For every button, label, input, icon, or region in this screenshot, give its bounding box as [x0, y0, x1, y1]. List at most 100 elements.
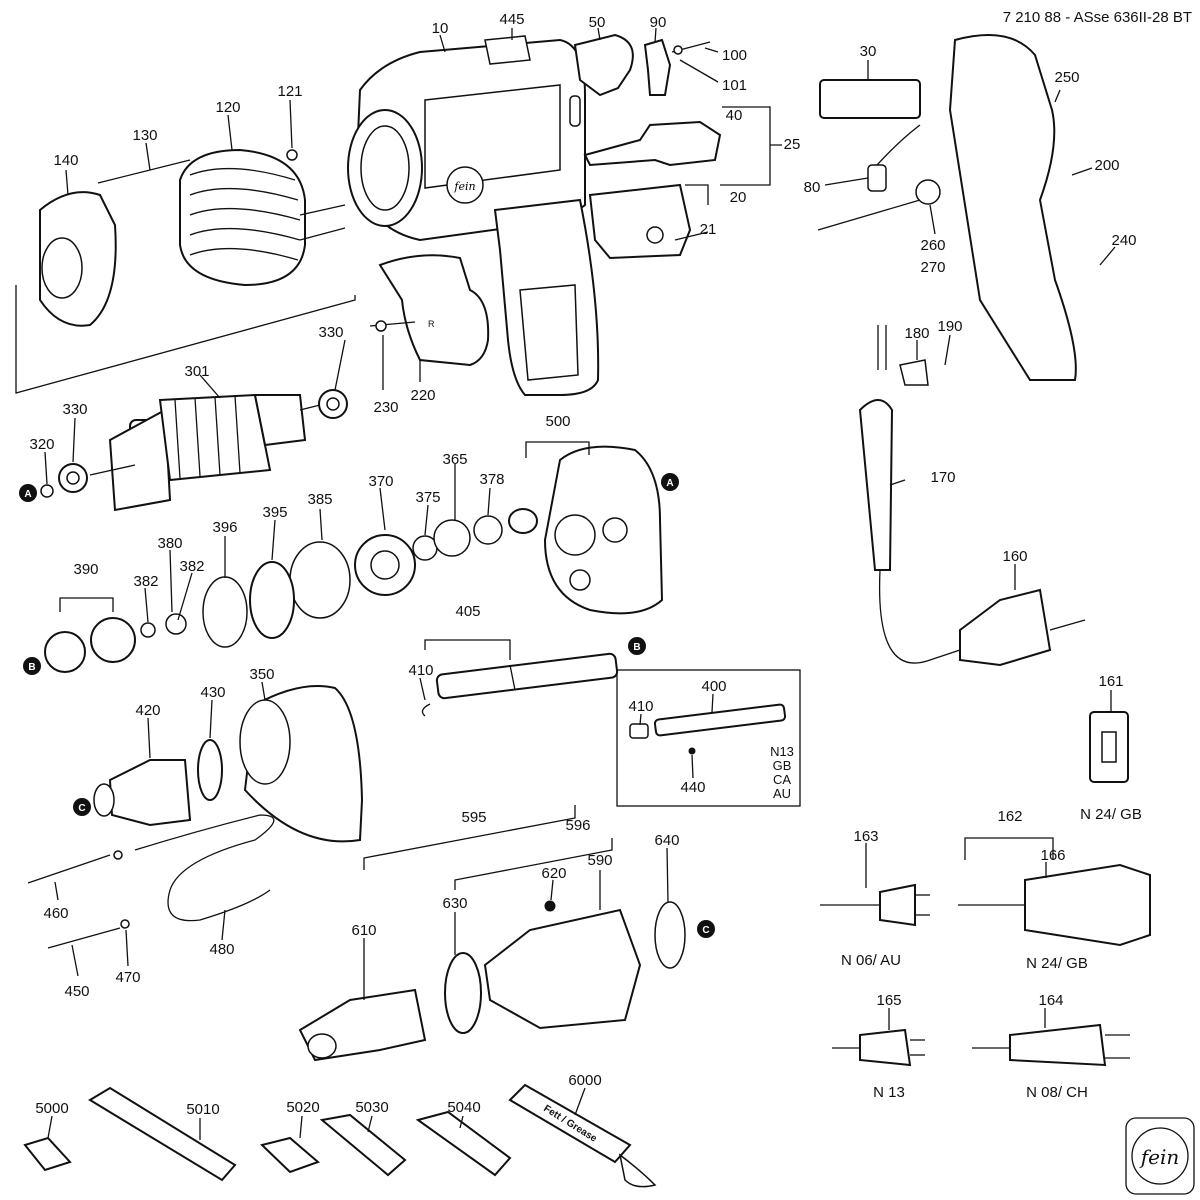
brush-assembly-80: [817, 124, 941, 231]
label-162: 162: [997, 808, 1022, 825]
housing-logo: fein: [453, 180, 475, 193]
label-250: 250: [1054, 69, 1079, 86]
label-230: 230: [373, 399, 398, 416]
plug-162: [958, 863, 1151, 947]
label-30: 30: [860, 43, 877, 60]
label-260: 260: [920, 237, 945, 254]
bracket-405: [424, 639, 511, 660]
label-460: 460: [43, 905, 68, 922]
grease-tube: Fett / Grease: [508, 1083, 657, 1188]
parts-50-90-100: [573, 33, 711, 97]
label-180: 180: [904, 325, 929, 342]
label-20: 20: [730, 189, 747, 206]
label-140: 140: [53, 152, 78, 169]
svg-text:C: C: [702, 925, 709, 936]
label-161: 161: [1098, 673, 1123, 690]
label-395: 395: [262, 504, 287, 521]
label-190: 190: [937, 318, 962, 335]
variant-code-2: GB: [773, 758, 792, 773]
leader-lines: [44, 27, 1116, 1140]
bracket-20: [685, 184, 709, 205]
socket-5040: [415, 1110, 512, 1177]
label-330-left: 330: [62, 401, 87, 418]
drawing-title: 7 210 88 - ASse 636II-28 BT: [1003, 9, 1192, 26]
bracket-162: [964, 837, 1054, 860]
label-200: 200: [1094, 157, 1119, 174]
washer-320: [40, 484, 54, 498]
label-630: 630: [442, 895, 467, 912]
label-130: 130: [132, 127, 157, 144]
ref-c-right: C: [697, 920, 715, 938]
gear-train: [44, 508, 538, 673]
plug-164: [972, 1023, 1130, 1067]
label-378: 378: [479, 471, 504, 488]
label-21: 21: [700, 221, 717, 238]
svg-text:C: C: [78, 803, 85, 814]
label-396: 396: [212, 519, 237, 536]
extension-5010: [88, 1086, 237, 1182]
label-500: 500: [545, 413, 570, 430]
label-640: 640: [654, 832, 679, 849]
bracket-595: [363, 805, 576, 870]
bit-5000: [23, 1136, 72, 1172]
label-440: 440: [680, 779, 705, 796]
label-166: 166: [1040, 847, 1065, 864]
bracket-25: [720, 106, 782, 186]
variant-code-3: CA: [773, 772, 791, 787]
label-163: 163: [853, 828, 878, 845]
label-101: 101: [722, 77, 747, 94]
variant-code-4: AU: [773, 786, 791, 801]
plug-165: [832, 1028, 925, 1067]
motor-housing: fein: [347, 35, 600, 396]
label-380: 380: [157, 535, 182, 552]
ref-c-left: C: [73, 798, 91, 816]
label-5030: 5030: [355, 1099, 388, 1116]
label-370: 370: [368, 473, 393, 490]
ref-a-right: A: [661, 473, 679, 491]
label-10: 10: [432, 20, 449, 37]
belt-clip: [27, 814, 275, 949]
label-382-b: 382: [179, 558, 204, 575]
svg-text:A: A: [24, 489, 31, 500]
label-450: 450: [64, 983, 89, 1000]
socket-5030: [319, 1113, 407, 1177]
label-410-b: 410: [628, 698, 653, 715]
label-80: 80: [804, 179, 821, 196]
label-382-a: 382: [133, 573, 158, 590]
label-164: 164: [1038, 992, 1063, 1009]
label-40: 40: [726, 107, 743, 124]
bracket-596: [454, 838, 613, 890]
bracket-390: [59, 597, 114, 612]
label-220: 220: [410, 387, 435, 404]
label-170: 170: [930, 469, 955, 486]
variant-spindle: [629, 703, 787, 755]
bracket-500: [525, 441, 590, 458]
switch-cover: R: [369, 254, 490, 367]
plug-163: [820, 883, 930, 927]
label-385: 385: [307, 491, 332, 508]
field-coil: [97, 148, 346, 287]
label-5010: 5010: [186, 1101, 219, 1118]
label-165: 165: [876, 992, 901, 1009]
label-595: 595: [461, 809, 486, 826]
note-n24-gb-a: N 24/ GB: [1080, 806, 1142, 823]
variant-box: [616, 669, 801, 807]
label-121: 121: [277, 83, 302, 100]
label-90: 90: [650, 14, 667, 31]
label-590: 590: [587, 852, 612, 869]
label-390: 390: [73, 561, 98, 578]
note-n13: N 13: [873, 1084, 905, 1101]
fein-logo: fein: [1125, 1117, 1195, 1195]
armature: [89, 393, 321, 512]
label-365: 365: [442, 451, 467, 468]
coil-bracket: [15, 285, 356, 394]
switch-mark: R: [428, 319, 435, 329]
label-160: 160: [1002, 548, 1027, 565]
ref-b-left: B: [23, 657, 41, 675]
label-480: 480: [209, 941, 234, 958]
note-n06-au: N 06/ AU: [841, 952, 901, 969]
label-5040: 5040: [447, 1099, 480, 1116]
label-400: 400: [701, 678, 726, 695]
label-405: 405: [455, 603, 480, 620]
